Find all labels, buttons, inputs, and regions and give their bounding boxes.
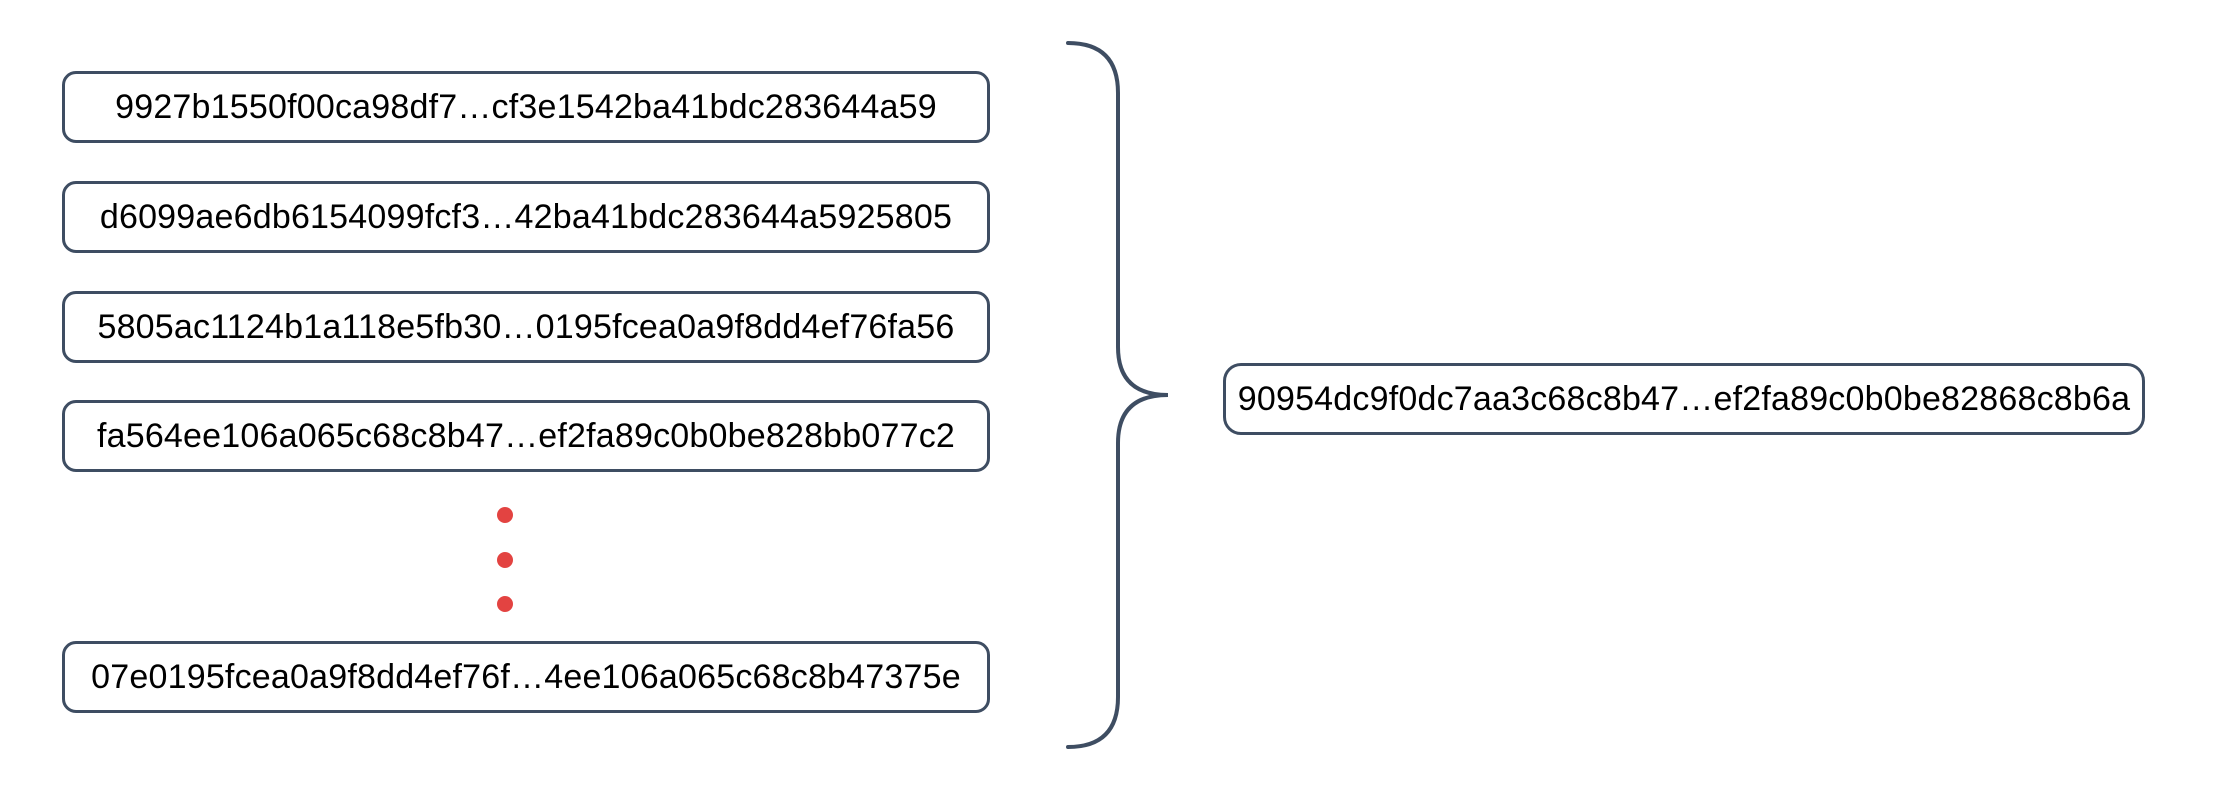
hash-block-label: 9927b1550f00ca98df7…cf3e1542ba41bdc28364… (115, 87, 937, 126)
curly-brace-path (1066, 41, 1169, 749)
ellipsis-dot (497, 507, 513, 523)
hash-block-label: fa564ee106a065c68c8b47…ef2fa89c0b0be828b… (96, 416, 956, 455)
hash-block-label: d6099ae6db6154099fcf3…42ba41bdc283644a59… (99, 197, 953, 236)
hash-block: fa564ee106a065c68c8b47…ef2fa89c0b0be828b… (62, 400, 990, 472)
result-hash-block: 90954dc9f0dc7aa3c68c8b47…ef2fa89c0b0be82… (1223, 363, 2145, 435)
ellipsis-dot (497, 552, 513, 568)
hash-block: 5805ac1124b1a118e5fb30…0195fcea0a9f8dd4e… (62, 291, 990, 363)
ellipsis-dot (497, 596, 513, 612)
hash-block: d6099ae6db6154099fcf3…42ba41bdc283644a59… (62, 181, 990, 253)
hash-block: 07e0195fcea0a9f8dd4ef76f…4ee106a065c68c8… (62, 641, 990, 713)
result-hash-label: 90954dc9f0dc7aa3c68c8b47…ef2fa89c0b0be82… (1237, 379, 2131, 418)
hash-block: 9927b1550f00ca98df7…cf3e1542ba41bdc28364… (62, 71, 990, 143)
hash-block-label: 07e0195fcea0a9f8dd4ef76f…4ee106a065c68c8… (91, 657, 961, 696)
hash-block-label: 5805ac1124b1a118e5fb30…0195fcea0a9f8dd4e… (97, 307, 955, 346)
